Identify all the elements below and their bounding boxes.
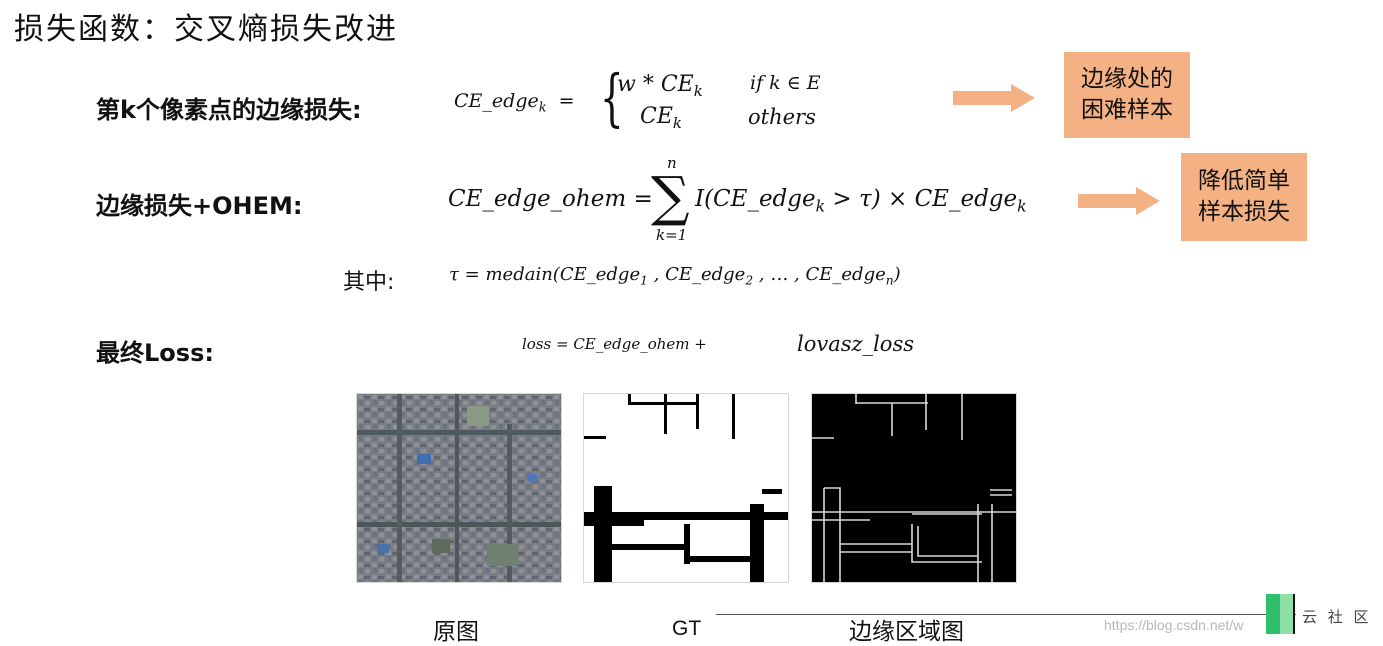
callout2-line2: 样本损失 (1198, 199, 1290, 225)
final-loss-formula-b: lovasz_loss (797, 332, 914, 356)
logo-icon (1266, 594, 1295, 634)
tau-part4: ) (893, 264, 901, 285)
callout1-line1: 边缘处的 (1081, 66, 1173, 92)
gt-mask-graphic (584, 394, 788, 582)
cases-brace: { (600, 61, 624, 134)
case2-expr: CEk (640, 104, 682, 132)
case1-condition: if k ∈ E (750, 72, 821, 94)
edge-loss-lhs: CE_edgek = (454, 90, 575, 116)
sum-lower-limit: k=1 (656, 226, 688, 244)
watermark-text: https://blog.csdn.net/w (1104, 617, 1244, 633)
gt-mask-image (583, 393, 789, 583)
tau-label: 其中: (343, 270, 395, 295)
case2-expr-text: CE (640, 104, 673, 129)
tau-part3: , … , CE_edge (758, 264, 886, 285)
footer-divider (716, 614, 1296, 615)
edge-region-graphic (812, 394, 1016, 582)
ohem-lhs: CE_edge_ohem = (448, 186, 653, 212)
case2-sub: k (672, 114, 682, 133)
arrow-1 (953, 84, 1035, 112)
case1-sub: k (693, 82, 703, 101)
case2-condition: others (748, 105, 816, 129)
callout2-line1: 降低简单 (1198, 168, 1290, 194)
final-loss-formula-a: loss = CE_edge_ohem + (522, 335, 707, 353)
tau-sub2: 2 (745, 273, 754, 288)
edge-caption: 边缘区域图 (849, 619, 964, 645)
gt-caption: GT (672, 617, 702, 640)
tau-part2: , CE_edge (653, 264, 746, 285)
aerial-photo-graphic (357, 394, 561, 582)
logo-text: 云 社 区 (1302, 608, 1372, 626)
final-loss-label: 最终Loss: (96, 339, 214, 367)
ohem-rhs: I(CE_edgek > τ) × CE_edgek (695, 186, 1027, 215)
tau-formula: τ = medain(CE_edge1 , CE_edge2 , … , CE_… (449, 264, 901, 287)
tau-sub3: n (885, 273, 894, 288)
page-title: 损失函数：交叉熵损失改进 (14, 12, 398, 47)
ohem-rhs-b-sub: k (1017, 196, 1027, 216)
ohem-rhs-b: > τ) × CE_edge (832, 186, 1018, 212)
ohem-rhs-a-sub: k (815, 196, 826, 216)
callout1-line2: 困难样本 (1081, 97, 1173, 123)
equals-sign: = (558, 90, 575, 112)
lhs-sub: k (538, 100, 547, 116)
original-caption: 原图 (433, 619, 479, 645)
case1-expr-text: w * CE (617, 72, 694, 97)
original-aerial-image (356, 393, 562, 583)
lhs-text: CE_edge (454, 90, 539, 112)
tau-part1: τ = medain(CE_edge (449, 264, 641, 285)
sum-symbol: ∑ (651, 165, 690, 228)
case1-expr: w * CEk (617, 72, 703, 100)
tau-sub1: 1 (640, 273, 648, 288)
ohem-label: 边缘损失+OHEM: (96, 192, 303, 220)
callout-hard-samples: 边缘处的 困难样本 (1064, 52, 1190, 138)
ohem-rhs-a: I(CE_edge (695, 186, 816, 212)
sum-upper-limit: n (667, 154, 677, 172)
arrow-2 (1078, 187, 1160, 215)
edge-region-image (811, 393, 1017, 583)
callout-easy-samples: 降低简单 样本损失 (1181, 153, 1307, 241)
edge-loss-label: 第k个像素点的边缘损失: (96, 96, 362, 124)
